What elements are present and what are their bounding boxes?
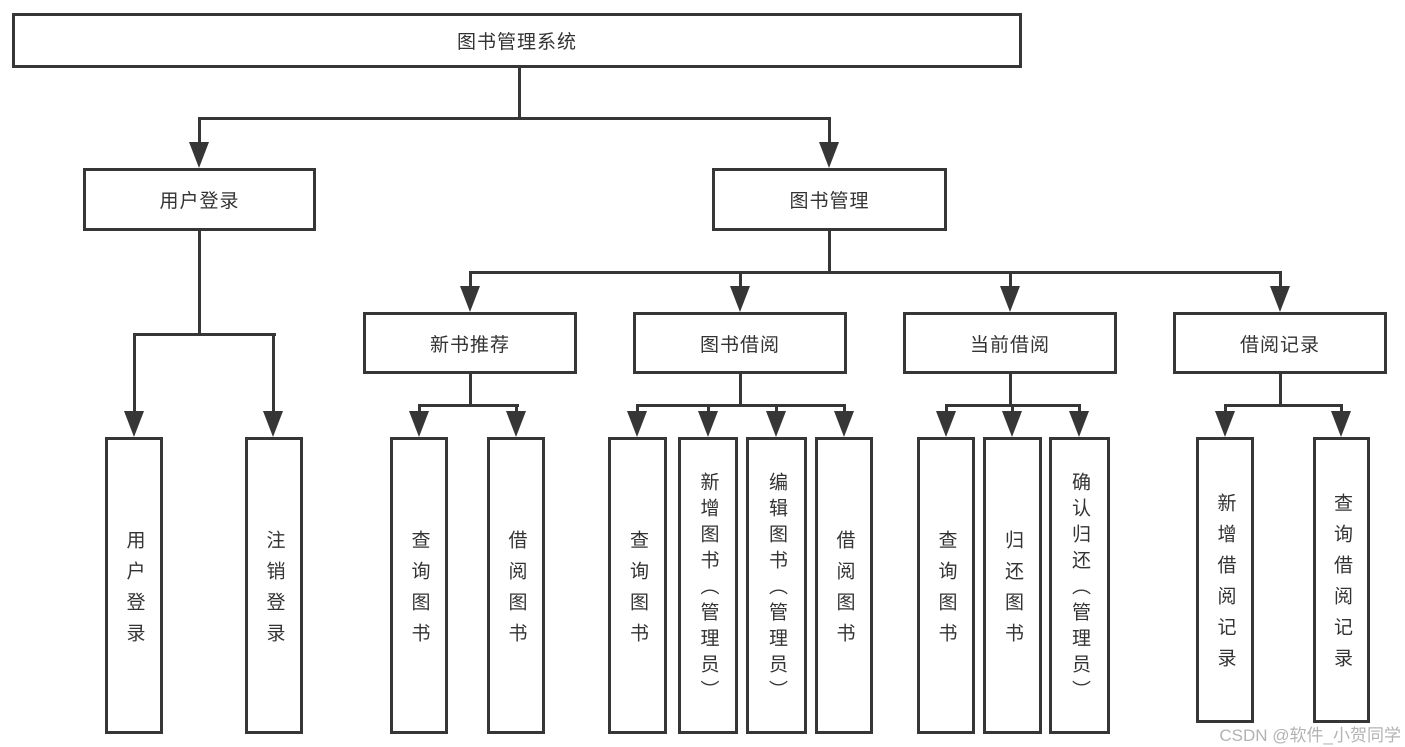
leaf-logout: 注销登录	[245, 437, 303, 734]
node-root-label: 图书管理系统	[456, 32, 577, 53]
leaf-borrow-books-recommend-label: 借阅图书	[505, 529, 527, 654]
connector-drop-current-borrow	[1009, 271, 1012, 288]
node-current-borrow: 当前借阅	[903, 312, 1117, 374]
arrow-down-icon	[936, 411, 956, 437]
node-book-borrow-label: 图书借阅	[699, 334, 780, 356]
connector-drop	[1340, 404, 1343, 413]
connector-book-borrow-bus	[636, 404, 846, 407]
connector-drop	[636, 404, 639, 413]
connector-level2-bus	[198, 117, 831, 120]
arrow-down-icon	[819, 142, 839, 168]
connector-drop-leaf-user-login	[133, 333, 136, 413]
leaf-logout-label: 注销登录	[263, 529, 285, 654]
arrow-down-icon	[1270, 286, 1290, 312]
connector-level3-bus	[469, 271, 1282, 274]
connector-current-borrow-stem	[1009, 374, 1012, 407]
leaf-user-login-label: 用户登录	[123, 529, 145, 654]
arrow-down-icon	[1069, 411, 1089, 437]
arrow-down-icon	[1002, 411, 1022, 437]
connector-book-borrow-stem	[739, 374, 742, 407]
connector-borrow-records-bus	[1224, 404, 1343, 407]
arrow-down-icon	[1000, 286, 1020, 312]
node-book-management: 图书管理	[712, 168, 947, 231]
node-root: 图书管理系统	[12, 13, 1022, 68]
connector-drop-book-borrow	[739, 271, 742, 288]
leaf-add-book-admin: 新增图书（管理员）	[678, 437, 738, 734]
connector-drop-user-login	[198, 117, 201, 145]
leaf-borrow-books-label: 借阅图书	[833, 529, 855, 654]
node-borrow-records: 借阅记录	[1173, 312, 1387, 374]
leaf-query-borrow-record: 查询借阅记录	[1313, 437, 1370, 723]
arrow-down-icon	[189, 142, 209, 168]
arrow-down-icon	[409, 411, 429, 437]
arrow-down-icon	[698, 411, 718, 437]
connector-drop-book-management	[828, 117, 831, 145]
leaf-edit-book-admin: 编辑图书（管理员）	[746, 437, 807, 734]
connector-book-management-stem	[828, 231, 831, 273]
connector-drop-new-book-recommend	[469, 271, 472, 288]
connector-root-stem	[518, 68, 521, 117]
node-user-login-label: 用户登录	[159, 191, 240, 212]
arrow-down-icon	[506, 411, 526, 437]
arrow-down-icon	[766, 411, 786, 437]
leaf-query-books-recommend-label: 查询图书	[408, 529, 430, 654]
connector-user-login-bus	[133, 333, 276, 336]
leaf-borrow-books: 借阅图书	[815, 437, 873, 734]
arrow-down-icon	[730, 286, 750, 312]
leaf-user-login: 用户登录	[105, 437, 163, 734]
leaf-query-books-current-label: 查询图书	[935, 529, 957, 654]
arrow-down-icon	[834, 411, 854, 437]
arrow-down-icon	[263, 411, 283, 437]
node-current-borrow-label: 当前借阅	[969, 334, 1050, 356]
leaf-query-books-recommend: 查询图书	[390, 437, 448, 734]
leaf-query-books-borrow-label: 查询图书	[627, 529, 648, 654]
node-new-book-recommend-label: 新书推荐	[429, 334, 510, 356]
connector-recommend-stem	[469, 374, 472, 407]
connector-drop-leaf-logout	[272, 333, 275, 413]
leaf-confirm-return-admin: 确认归还（管理员）	[1049, 437, 1110, 734]
node-borrow-records-label: 借阅记录	[1239, 334, 1320, 356]
connector-borrow-records-stem	[1279, 374, 1282, 407]
connector-drop	[843, 404, 846, 413]
connector-user-login-stem	[198, 231, 201, 334]
connector-drop	[707, 404, 710, 413]
leaf-return-book-label: 归还图书	[1002, 529, 1023, 654]
node-book-borrow: 图书借阅	[633, 312, 847, 374]
arrow-down-icon	[460, 286, 480, 312]
node-new-book-recommend: 新书推荐	[363, 312, 577, 374]
leaf-add-book-admin-label: 新增图书（管理员）	[697, 472, 719, 706]
watermark-text: CSDN @软件_小贺同学	[1219, 726, 1401, 745]
connector-drop	[515, 404, 518, 413]
arrow-down-icon	[1331, 411, 1351, 437]
connector-drop	[775, 404, 778, 413]
arrow-down-icon	[1215, 411, 1235, 437]
leaf-borrow-books-recommend: 借阅图书	[487, 437, 545, 734]
leaf-query-borrow-record-label: 查询借阅记录	[1331, 493, 1352, 679]
connector-drop	[418, 404, 421, 413]
leaf-add-borrow-record-label: 新增借阅记录	[1214, 493, 1236, 679]
arrow-down-icon	[627, 411, 647, 437]
leaf-add-borrow-record: 新增借阅记录	[1196, 437, 1254, 723]
connector-drop	[1224, 404, 1227, 413]
leaf-edit-book-admin-label: 编辑图书（管理员）	[766, 472, 787, 706]
connector-drop	[1078, 404, 1081, 413]
connector-drop-borrow-records	[1279, 271, 1282, 288]
arrow-down-icon	[124, 411, 144, 437]
leaf-query-books-current: 查询图书	[917, 437, 975, 734]
connector-recommend-bus	[418, 404, 519, 407]
connector-drop	[1011, 404, 1014, 413]
connector-drop	[945, 404, 948, 413]
node-user-login: 用户登录	[83, 168, 316, 231]
node-book-management-label: 图书管理	[789, 191, 870, 212]
leaf-confirm-return-admin-label: 确认归还（管理员）	[1069, 472, 1090, 706]
leaf-return-book: 归还图书	[983, 437, 1042, 734]
leaf-query-books-borrow: 查询图书	[608, 437, 667, 734]
